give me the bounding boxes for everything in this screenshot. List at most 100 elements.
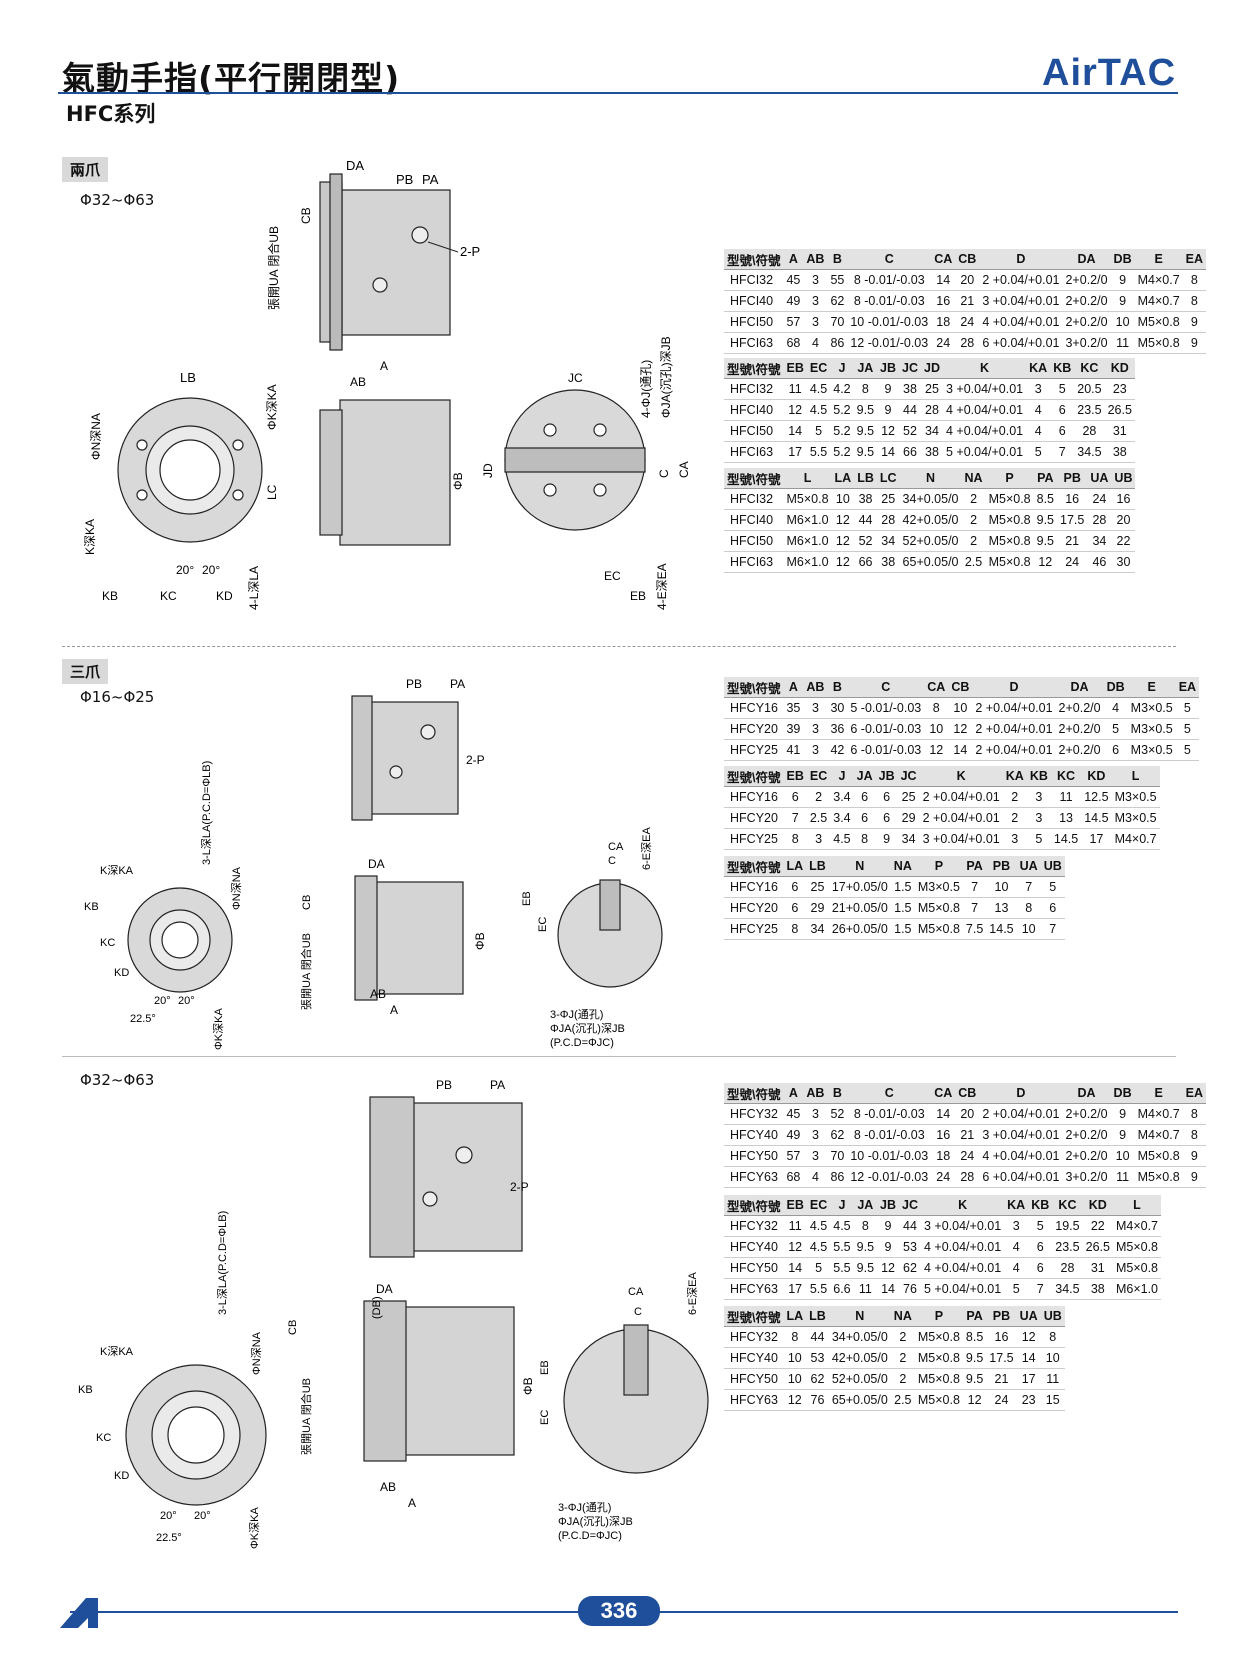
value-cell: 14 (931, 269, 956, 291)
header-cell: 型號\符號 (724, 1083, 784, 1104)
label-ab: AB (350, 375, 366, 389)
value-cell: 6 (875, 786, 898, 808)
label-kb-s: KB (84, 901, 99, 913)
label-kd-s: KD (114, 967, 129, 979)
model-cell: HFCY40 (724, 1236, 784, 1258)
label-ang225-l: 22.5° (156, 1532, 182, 1544)
header-cell: JA (853, 358, 878, 379)
label-2p-l: 2-P (510, 1180, 529, 1194)
label-ang20a: 20° (176, 563, 194, 577)
value-cell: 2+0.2/0 (1055, 697, 1104, 719)
value-cell: 21 (986, 1368, 1017, 1390)
value-cell: 2 +0.04/+0.01 (972, 697, 1056, 719)
front-view-small (127, 887, 233, 993)
header-cell: 型號\符號 (724, 766, 784, 787)
value-cell: 39 (783, 718, 804, 740)
value-cell: 3 +0.04/+0.01 (979, 290, 1063, 312)
value-cell: 2 (890, 1368, 915, 1390)
value-cell: 11 (1110, 332, 1135, 354)
value-cell: M5×0.8 (914, 1347, 963, 1369)
value-cell: 2.5 (961, 551, 986, 573)
value-cell: 10 (783, 1368, 807, 1390)
label-c-l: C (634, 1306, 642, 1318)
value-cell: 4 +0.04/+0.01 (979, 311, 1063, 333)
value-cell: 34.5 (1052, 1278, 1083, 1300)
header-cell: 型號\符號 (724, 1195, 784, 1216)
value-cell: 5 (1040, 876, 1065, 898)
value-cell: 9 (877, 1236, 900, 1258)
value-cell: 7 (1028, 1278, 1053, 1300)
value-cell: M5×0.8 (1134, 1166, 1183, 1188)
header-cell: EA (1175, 677, 1200, 698)
value-cell: 24 (955, 311, 980, 333)
value-cell: 9 (877, 378, 900, 400)
value-cell: 26.5 (1104, 399, 1135, 421)
value-cell: 9 (1110, 269, 1135, 291)
value-cell: M5×0.8 (1134, 332, 1183, 354)
value-cell: 49 (783, 1124, 804, 1146)
value-cell: 8 -0.01/-0.03 (847, 269, 932, 291)
header-cell: CB (955, 1083, 980, 1104)
header-cell: L (1111, 766, 1160, 787)
value-cell: 8 (1040, 1326, 1065, 1348)
value-cell: 6 (783, 786, 807, 808)
value-cell: 38 (854, 488, 877, 510)
value-cell: 5 -0.01/-0.03 (847, 697, 925, 719)
value-cell: M4×0.7 (1112, 1215, 1162, 1237)
value-cell: 17 (1081, 828, 1112, 850)
value-cell: 10 (1016, 918, 1041, 940)
value-cell: 4 (1026, 420, 1051, 442)
value-cell: 5 (806, 1257, 831, 1279)
value-cell: M5×0.8 (1112, 1236, 1162, 1258)
side-view-main (319, 399, 451, 546)
value-cell: M6×1.0 (783, 509, 832, 531)
label-k-s: ΦK深KA (212, 1008, 225, 1050)
value-cell: 11 (853, 1278, 878, 1300)
value-cell: 62 (806, 1368, 829, 1390)
label-ec: EC (604, 569, 621, 583)
value-cell: 8 (924, 697, 949, 719)
series-name: HFC系列 (66, 102, 156, 126)
header-cell: KC (1050, 766, 1082, 787)
value-cell: 10 (924, 718, 949, 740)
value-cell: 76 (806, 1389, 829, 1411)
value-cell: M4×0.7 (1134, 1124, 1183, 1146)
model-cell: HFCY25 (724, 739, 784, 761)
header-cell: NA (890, 856, 915, 877)
value-cell: 11 (1110, 1166, 1135, 1188)
label-ua-ub: 張開UA 閉合UB (266, 226, 281, 310)
value-cell: 44 (854, 509, 877, 531)
value-cell: M5×0.8 (1112, 1257, 1162, 1279)
header-cell: KD (1104, 358, 1135, 379)
value-cell: 26+0.05/0 (828, 918, 891, 940)
header-cell: C (847, 1083, 932, 1104)
label-ang20-l2: 20° (194, 1510, 211, 1522)
header-cell: PB (986, 1306, 1017, 1327)
model-cell: HFCY63 (724, 1166, 784, 1188)
header-cell: DB (1110, 1083, 1135, 1104)
value-cell: 12 (877, 420, 900, 442)
value-cell: 5 (1175, 718, 1200, 740)
range-two-jaw: Φ32~Φ63 (80, 191, 155, 209)
value-cell: 31 (1082, 1257, 1113, 1279)
value-cell: 11 (1050, 786, 1082, 808)
value-cell: 3 (1026, 807, 1051, 829)
value-cell: 10 (1040, 1347, 1065, 1369)
label-kc-s: KC (100, 937, 115, 949)
subsection-divider (62, 1056, 1176, 1057)
value-cell: M4×0.7 (1134, 269, 1183, 291)
value-cell: M4×0.7 (1134, 290, 1183, 312)
value-cell: M3×0.5 (1127, 697, 1176, 719)
value-cell: 2+0.2/0 (1055, 718, 1104, 740)
value-cell: 5 (1028, 1215, 1053, 1237)
value-cell: 2 +0.04/+0.01 (979, 269, 1063, 291)
header-cell: C (847, 249, 932, 270)
header-cell: A (783, 1083, 804, 1104)
